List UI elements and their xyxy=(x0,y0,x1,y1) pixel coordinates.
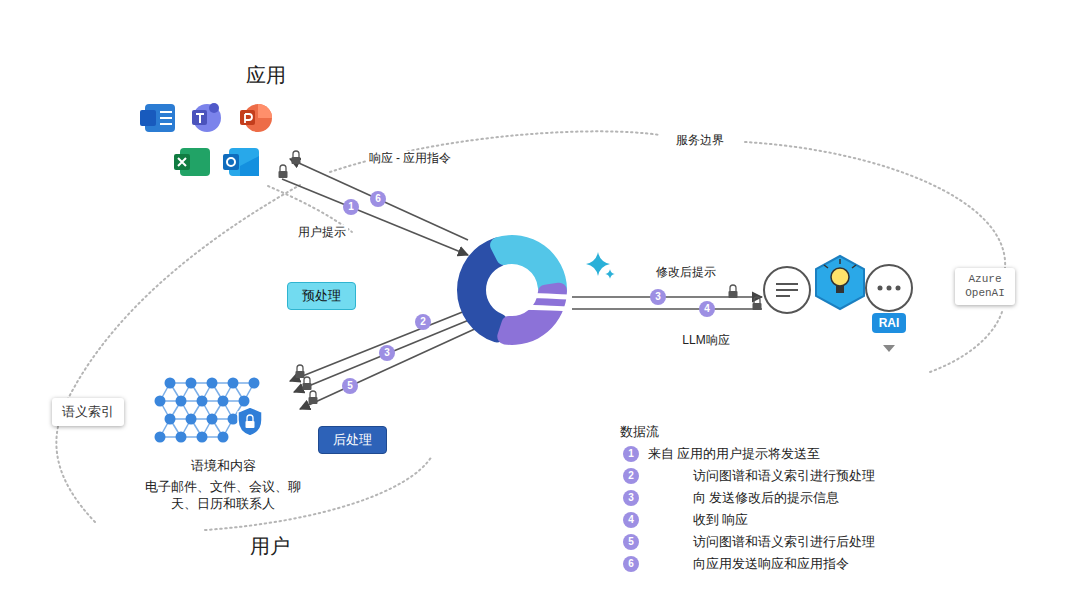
graph-dot xyxy=(176,396,187,407)
graph-dot xyxy=(228,378,239,389)
graph-dot xyxy=(176,432,187,443)
logo-segment xyxy=(497,283,567,345)
legend-text: 数据流 xyxy=(620,425,659,440)
callout-number: 3 xyxy=(650,289,666,305)
flow-label: 用户提示 xyxy=(296,225,348,239)
shield-lock xyxy=(238,407,262,436)
node-text: RAI xyxy=(879,316,900,330)
graph-dot xyxy=(197,432,208,443)
node-text: Azure OpenAI xyxy=(959,272,1011,301)
callout-number: 6 xyxy=(370,191,386,207)
graph-dot xyxy=(207,378,218,389)
flow-label: LLM响应 xyxy=(680,333,731,347)
graph-dot xyxy=(155,432,166,443)
callout-number: 1 xyxy=(623,446,639,462)
legend-text: 向 发送修改后的提示信息 xyxy=(693,491,839,506)
callout-number: 4 xyxy=(623,512,639,528)
callout-number: 2 xyxy=(623,468,639,484)
callout-number: 2 xyxy=(415,314,431,330)
flow-label: 响应 - 应用指令 xyxy=(367,151,454,165)
legend-text: 向应用发送响应和应用指令 xyxy=(693,557,849,572)
graph-dot xyxy=(218,396,229,407)
region-label: 用户 xyxy=(250,534,290,558)
flow-label: 修改后提示 xyxy=(654,265,718,279)
copilot-logo xyxy=(457,235,572,345)
graph-dot xyxy=(249,378,260,389)
graph-dot xyxy=(197,396,208,407)
callout-number: 6 xyxy=(623,556,639,572)
callout-number: 5 xyxy=(623,534,639,550)
flow-label: 服务边界 xyxy=(674,133,726,147)
app-icons xyxy=(140,103,272,176)
process-box: 后处理 xyxy=(318,426,387,454)
lock-icons xyxy=(279,151,762,404)
graph-dot xyxy=(186,414,197,425)
sparkle xyxy=(586,252,615,279)
node-text: 预处理 xyxy=(302,287,341,305)
node-text: 后处理 xyxy=(333,431,372,449)
llm-icons xyxy=(764,256,912,352)
graph-dot xyxy=(239,396,250,407)
node-text: 语境和内容 xyxy=(138,458,308,475)
legend-text: 访问图谱和语义索引进行预处理 xyxy=(693,469,875,484)
legend-text: 来自 应用的用户提示将发送至 xyxy=(648,447,820,462)
callout-number: 3 xyxy=(379,345,395,361)
callout-number: 1 xyxy=(343,199,359,215)
content-store: 语境和内容电子邮件、文件、会议、聊天、日历和联系人 xyxy=(138,458,308,513)
graph-dot xyxy=(155,396,166,407)
graph-dot xyxy=(207,414,218,425)
logo-band xyxy=(492,296,572,309)
callout-number: 3 xyxy=(623,490,639,506)
graph-dot xyxy=(218,432,229,443)
graph-dot xyxy=(186,378,197,389)
graph-dot xyxy=(165,414,176,425)
node-text: 电子邮件、文件、会议、聊天、日历和联系人 xyxy=(138,479,308,513)
index-box: 语义索引 xyxy=(52,398,124,426)
service-boundary xyxy=(56,131,1005,530)
legend-text: 收到 响应 xyxy=(693,513,748,528)
callout-number: 4 xyxy=(699,301,715,317)
node-text: 语义索引 xyxy=(62,403,114,421)
app-group: 应用 xyxy=(140,62,300,89)
rai-badge: RAI xyxy=(872,313,907,333)
service-box: Azure OpenAI xyxy=(955,268,1015,305)
node-text: 应用 xyxy=(140,62,286,89)
flow-arrows xyxy=(282,159,762,409)
graph-dot xyxy=(228,414,239,425)
callout-number: 5 xyxy=(342,378,358,394)
process-box: 预处理 xyxy=(287,282,356,310)
graph-dot xyxy=(165,378,176,389)
legend-text: 访问图谱和语义索引进行后处理 xyxy=(693,535,875,550)
